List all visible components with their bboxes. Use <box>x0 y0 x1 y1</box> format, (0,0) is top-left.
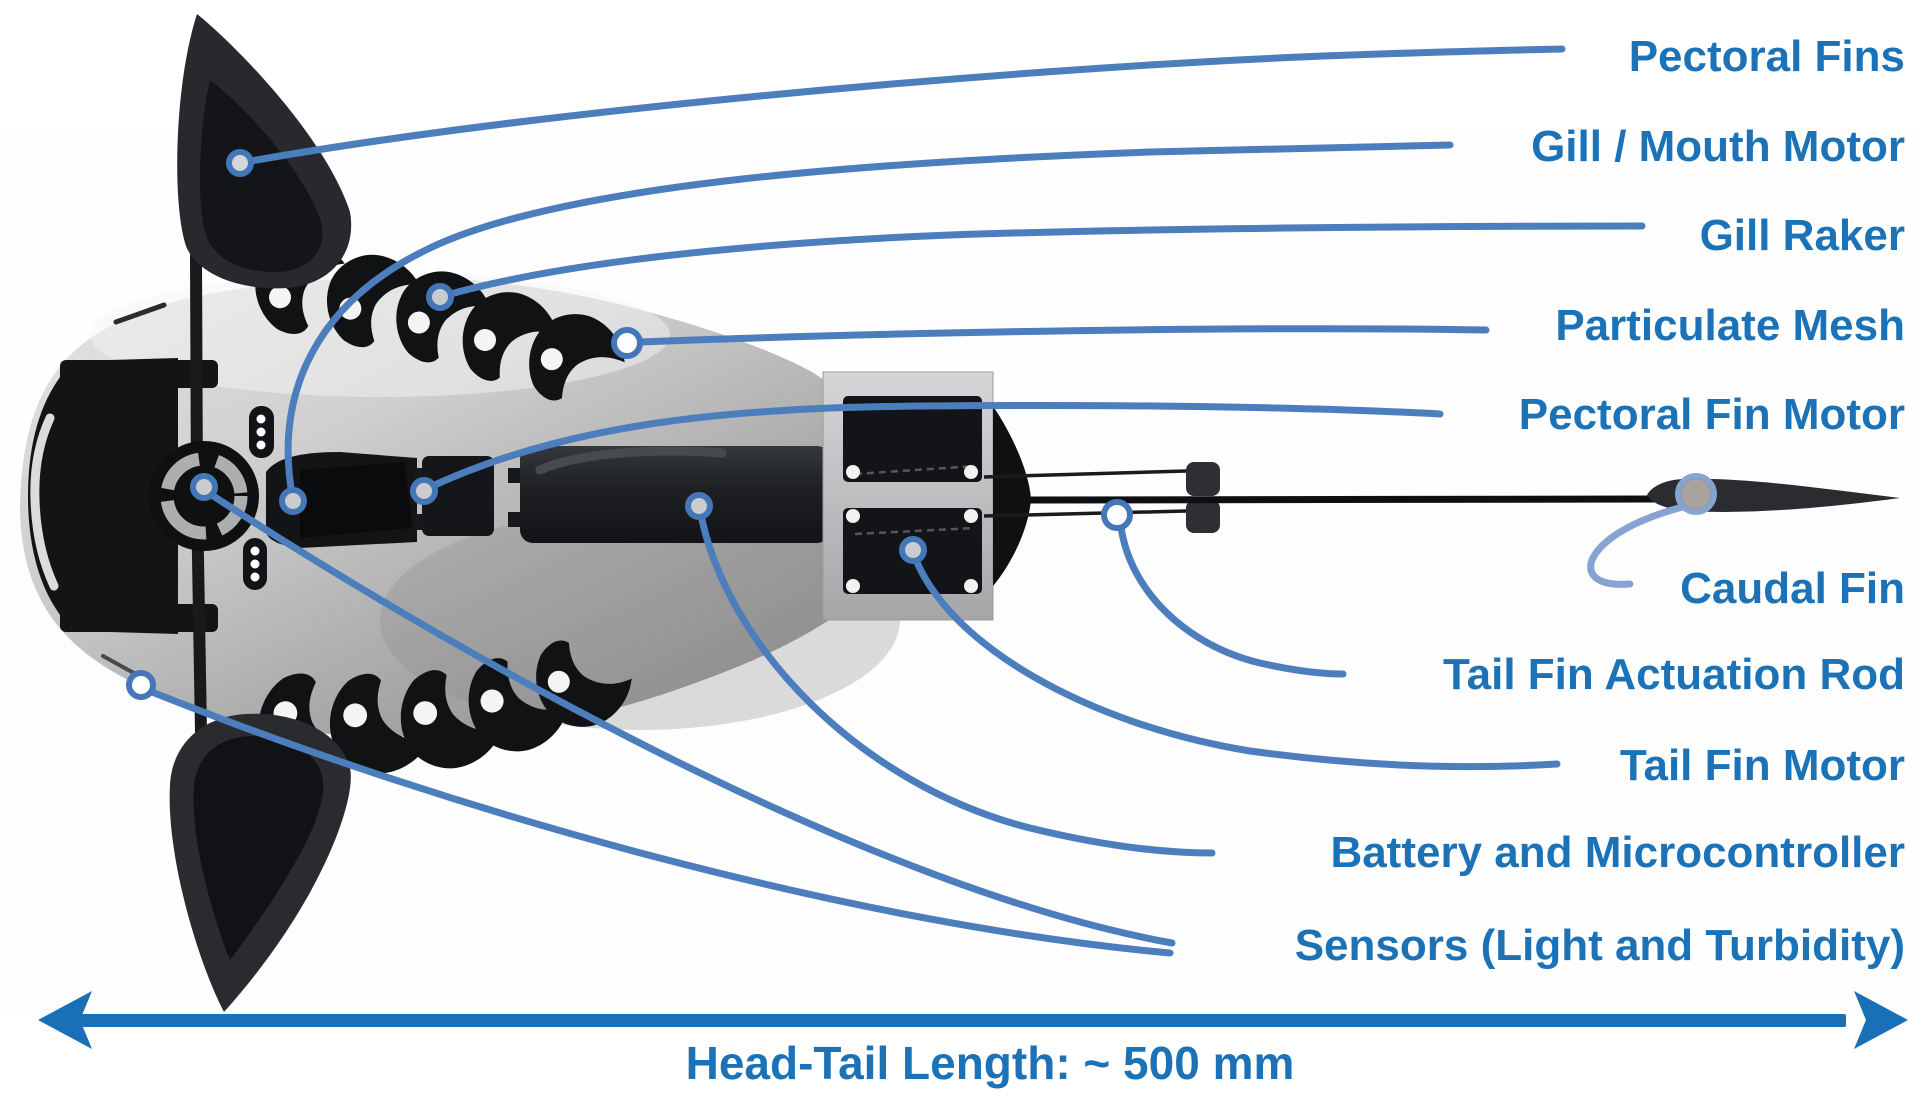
marker-gill-raker <box>426 283 454 311</box>
label-caudal-fin: Caudal Fin <box>1680 564 1905 613</box>
servo-mount-top <box>249 406 274 458</box>
leader-sensor-bottom <box>148 688 1174 957</box>
leader-tail-fin-motor <box>909 548 1561 771</box>
marker-sensor-top <box>190 473 218 501</box>
leader-pectoral-fin-motor <box>420 401 1444 494</box>
label-tail-fin-motor: Tail Fin Motor <box>1619 741 1905 790</box>
leader-pectoral-fins <box>236 45 1566 167</box>
mouth-lip-bottom <box>60 604 218 632</box>
leader-gill-mouth-motor <box>284 141 1454 504</box>
label-battery-microcontroller: Battery and Microcontroller <box>1330 828 1905 877</box>
label-pectoral-fin-motor: Pectoral Fin Motor <box>1518 390 1905 439</box>
gill-mouth-motor-box <box>266 452 424 548</box>
marker-tail-fin-actuation-rod <box>1101 499 1133 531</box>
mouth-assembly <box>28 358 218 634</box>
leader-tail-fin-actuation-rod <box>1117 523 1347 678</box>
mouth-cavity <box>28 358 178 634</box>
leader-gill-raker <box>436 222 1646 301</box>
leader-lines <box>148 45 1683 957</box>
marker-sensor-bottom <box>126 670 156 700</box>
marker-particulate-mesh <box>611 327 643 359</box>
leader-battery <box>696 506 1216 857</box>
label-pectoral-fins: Pectoral Fins <box>1628 32 1905 81</box>
label-tail-fin-actuation-rod: Tail Fin Actuation Rod <box>1443 650 1905 699</box>
head-edge-sliver <box>113 302 167 325</box>
marker-battery <box>685 492 713 520</box>
pectoral-fin-bottom <box>169 713 351 1012</box>
marker-pectoral-fin-motor <box>410 477 438 505</box>
component-markers <box>126 149 1717 700</box>
mouth-inner-highlight <box>30 413 59 591</box>
arrowhead-right-icon <box>1854 991 1908 1049</box>
tail-housing <box>822 371 1031 621</box>
dimension-label: Head-Tail Length: ~ 500 mm <box>685 1037 1295 1089</box>
marker-pectoral-fins <box>226 149 254 177</box>
tail-servo-upper <box>843 396 982 482</box>
leader-caudal-fin <box>1587 504 1683 588</box>
marker-caudal-fin <box>1675 473 1717 515</box>
leader-sensor-top <box>200 486 1176 947</box>
label-particulate-mesh: Particulate Mesh <box>1555 301 1905 350</box>
label-sensors: Sensors (Light and Turbidity) <box>1294 921 1905 970</box>
pectoral-fin-top <box>177 14 352 289</box>
battery-box <box>520 446 834 543</box>
dimension-arrow <box>38 991 1908 1049</box>
tail-main-rod <box>1029 495 1661 504</box>
pectoral-fin-motor-box <box>422 456 522 536</box>
tail-rod-assembly <box>983 462 1661 533</box>
arrowhead-left-icon <box>38 991 92 1049</box>
mouth-lip-top <box>60 360 218 388</box>
leader-particulate-mesh <box>636 325 1490 346</box>
label-gill-mouth-motor: Gill / Mouth Motor <box>1531 122 1905 171</box>
servo-mount-bottom <box>243 538 267 590</box>
marker-tail-fin-motor <box>899 536 927 564</box>
label-gill-raker: Gill Raker <box>1699 211 1905 260</box>
tail-fairing <box>993 406 1031 586</box>
marker-gill-mouth-motor <box>279 487 307 515</box>
